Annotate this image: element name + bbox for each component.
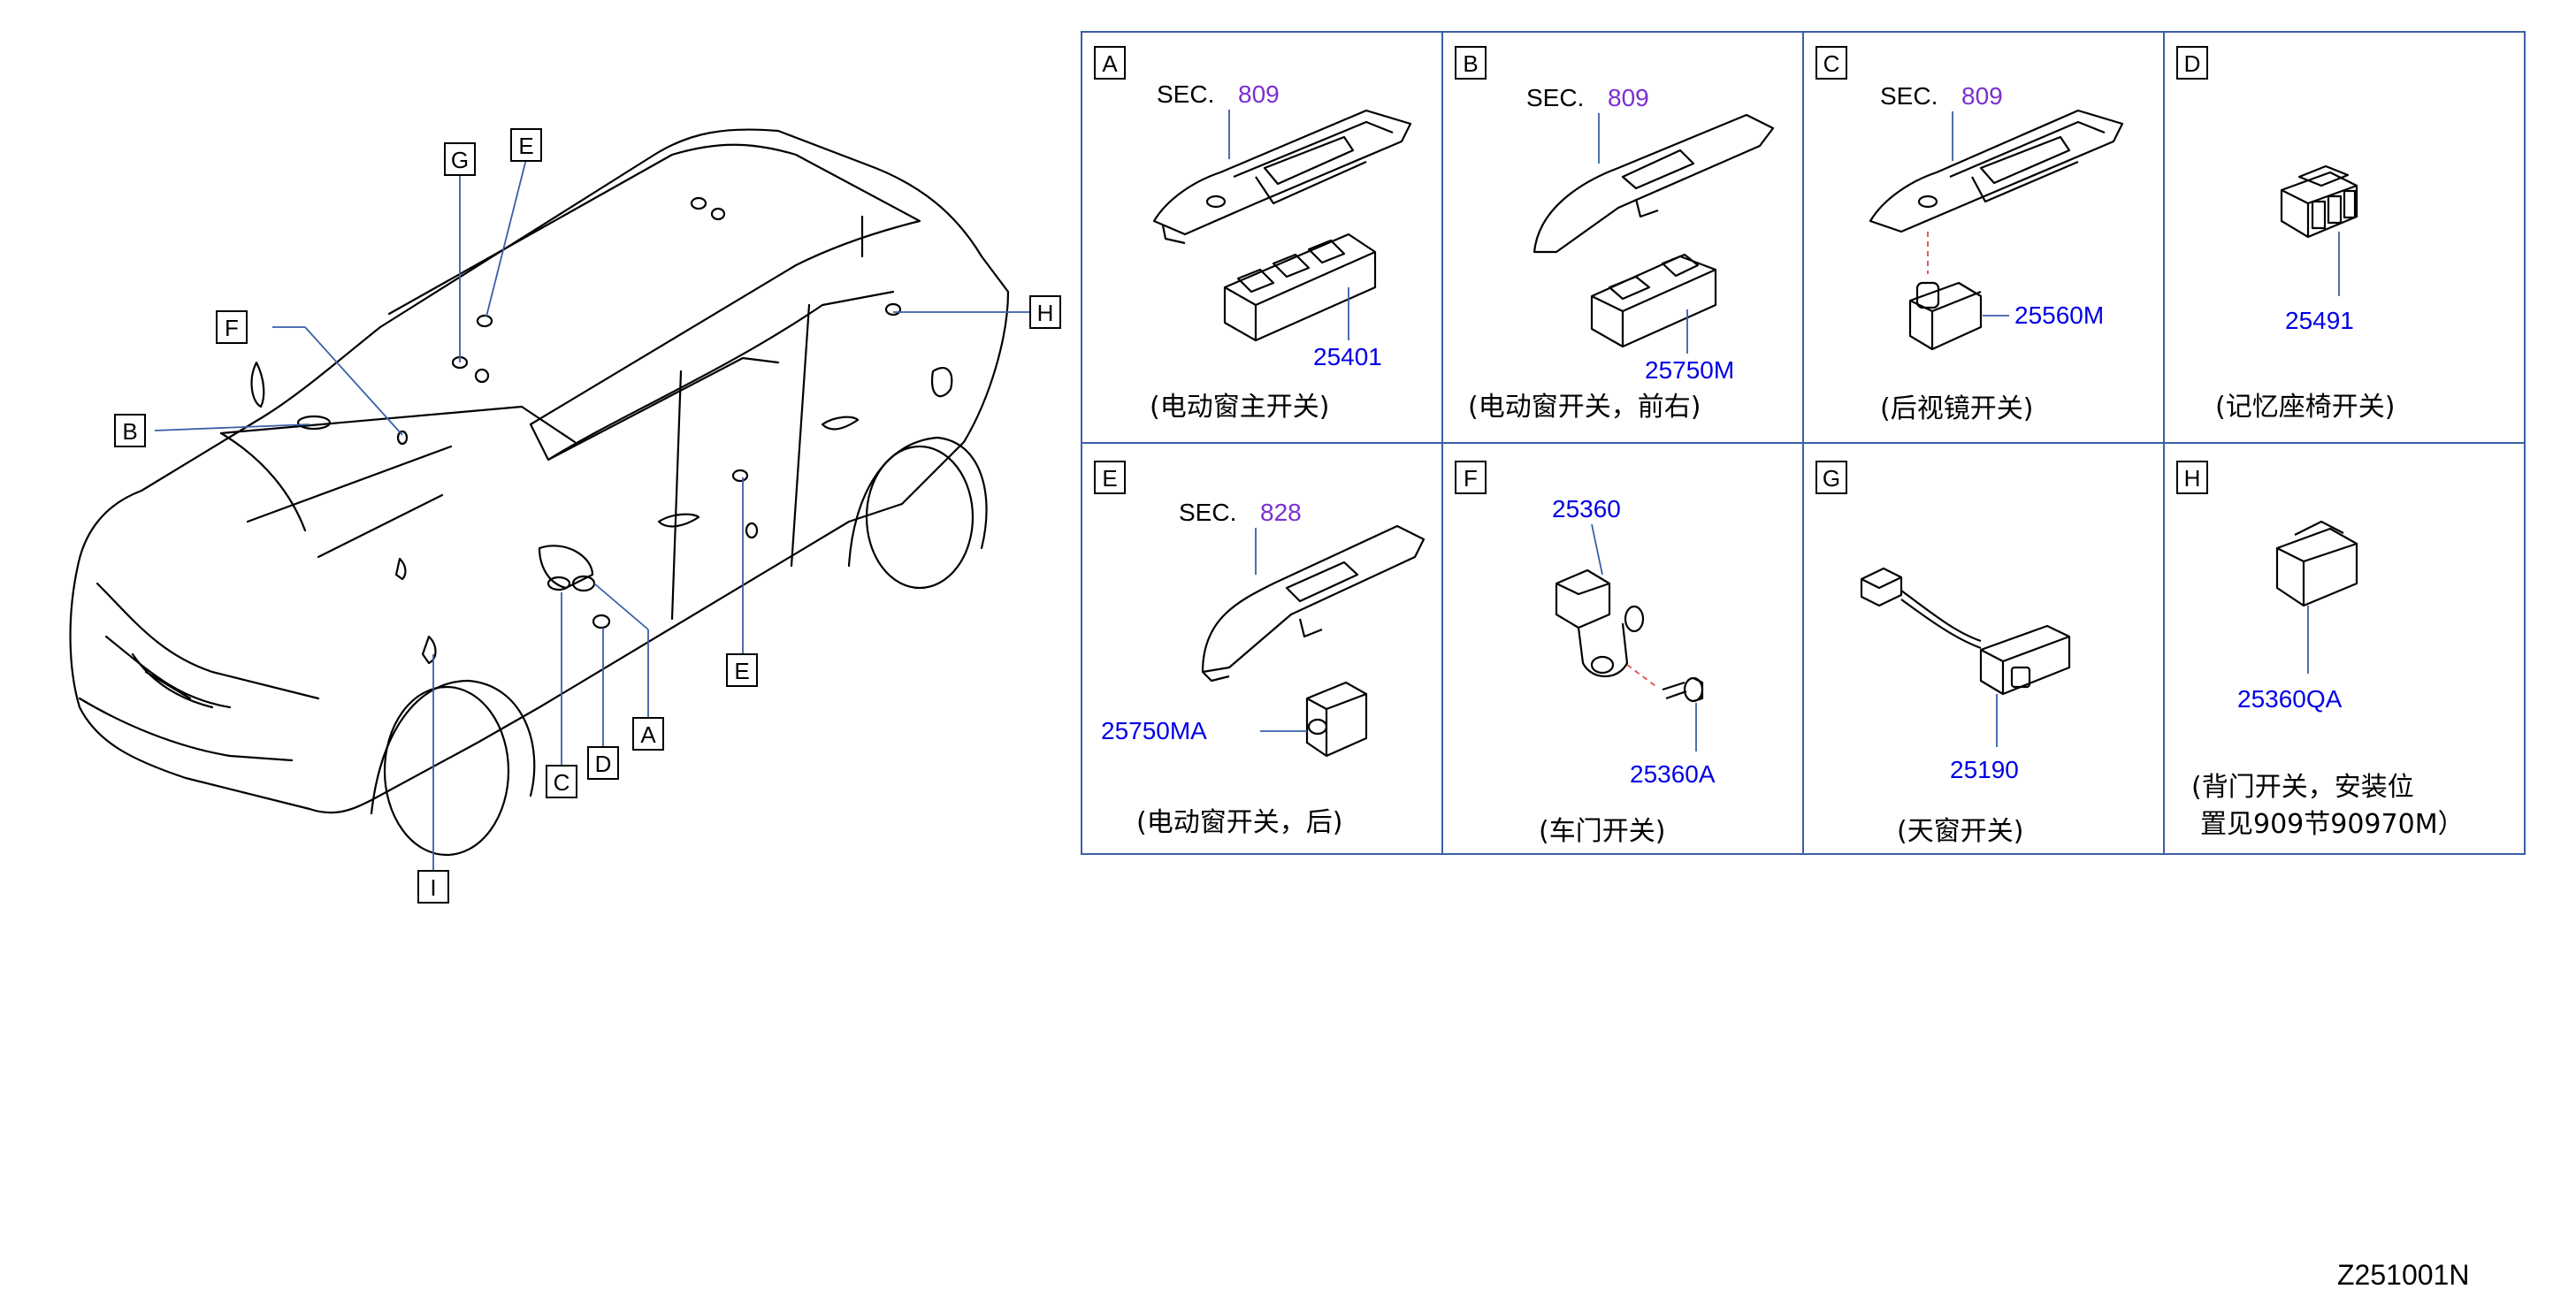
panel-h-letter: H <box>2184 465 2201 492</box>
svg-text:I: I <box>430 874 436 901</box>
panel-c-caption: (后视镜开关) <box>1880 393 2033 424</box>
svg-text:D: D <box>595 751 612 777</box>
panel-c-sec-number: 809 <box>1961 82 2003 110</box>
panel-f-door-switch-drawing <box>1555 568 1645 677</box>
panel-e-switch-drawing <box>1305 681 1368 758</box>
panel-h: H 25360QA (背门开关，安装位 置见909节90970M） <box>2176 461 2465 840</box>
panel-e-letter: E <box>1102 465 1117 492</box>
panel-a-part-number: 25401 <box>1313 343 1382 370</box>
panel-d-seat-switch-drawing <box>2280 164 2358 239</box>
callout-e-side: E <box>726 653 758 687</box>
panel-h-caption-line-1: (背门开关，安装位 <box>2191 772 2414 803</box>
panel-b-sec-label: SEC. <box>1526 84 1584 111</box>
panel-d-caption: (记忆座椅开关) <box>2215 392 2395 423</box>
panel-b-switch-drawing <box>1590 253 1717 348</box>
panel-d-letter: D <box>2184 50 2201 77</box>
callout-h: H <box>1029 295 1061 329</box>
panel-e: E SEC. 828 25750MA (电动窗开关，后) <box>1094 461 1426 838</box>
panel-c-mirror-switch-drawing <box>1908 281 1983 351</box>
panel-g-part-number: 25190 <box>1950 756 2019 783</box>
panel-e-sec-number: 828 <box>1260 499 1302 526</box>
callout-c: C <box>546 765 577 798</box>
panel-g-sunroof-switch-drawing <box>1860 567 2071 696</box>
panel-c-letter: C <box>1823 50 1840 77</box>
svg-text:C: C <box>554 769 570 796</box>
panel-g: G 25190 (天窗开关) <box>1815 461 2071 847</box>
panel-a-finisher-drawing <box>1152 109 1412 245</box>
panel-e-part-number: 25750MA <box>1101 717 1207 744</box>
svg-text:B: B <box>122 418 137 445</box>
panel-f-screw-drawing <box>1662 676 1704 703</box>
panel-f-letter: F <box>1464 465 1478 492</box>
panel-c-sec-label: SEC. <box>1880 82 1938 110</box>
panel-f: F 25360 25360A (车门开关) <box>1455 461 1716 847</box>
svg-text:E: E <box>518 133 533 159</box>
panel-a-master-switch-drawing <box>1223 233 1377 342</box>
panel-h-caption-line-2: 置见909节90970M） <box>2200 809 2465 840</box>
panel-a-sec-number: 809 <box>1238 80 1280 108</box>
panel-c: C SEC. 809 25560M (后视镜开关) <box>1815 46 2124 424</box>
panel-b-caption: (电动窗开关，前右) <box>1468 392 1701 423</box>
panel-b-finisher-drawing <box>1533 113 1775 254</box>
callout-a: A <box>632 717 664 751</box>
panel-b-sec-number: 809 <box>1608 84 1649 111</box>
svg-text:H: H <box>1037 300 1054 326</box>
panel-g-caption: (天窗开关) <box>1897 816 2023 847</box>
panel-h-back-door-switch-drawing <box>2275 520 2358 607</box>
panel-b-letter: B <box>1463 50 1478 77</box>
car-illustration <box>69 128 1010 857</box>
car-callouts: G E F B H E A D <box>114 128 1061 904</box>
panel-a: A SEC. 809 25401 (电动窗主开关) <box>1094 46 1412 423</box>
panel-d: D 25491 (记忆座椅开关) <box>2176 46 2395 423</box>
car-leader-lines <box>154 158 1030 871</box>
panel-c-finisher-drawing <box>1869 109 2124 233</box>
callout-i: I <box>417 870 449 904</box>
svg-text:E: E <box>734 658 749 684</box>
panel-a-sec-label: SEC. <box>1157 80 1214 108</box>
panel-f-part-number-top: 25360 <box>1552 495 1621 523</box>
callout-g: G <box>444 142 476 176</box>
panel-a-letter: A <box>1102 50 1118 77</box>
callout-b: B <box>114 414 146 447</box>
panel-e-finisher-drawing <box>1201 524 1426 683</box>
panel-c-part-number: 25560M <box>2014 301 2104 329</box>
svg-text:G: G <box>451 147 469 173</box>
svg-text:F: F <box>225 315 239 341</box>
panel-g-letter: G <box>1823 465 1840 492</box>
svg-text:A: A <box>640 721 656 748</box>
panel-d-part-number: 25491 <box>2285 307 2354 334</box>
panel-b-part-number: 25750M <box>1645 356 1734 384</box>
panel-a-caption: (电动窗主开关) <box>1150 392 1329 423</box>
diagram-code: Z251001N <box>2337 1259 2469 1291</box>
callout-e-top: E <box>510 128 542 162</box>
panel-b: B SEC. 809 25750M (电动窗开关，前右) <box>1455 46 1775 423</box>
panel-h-part-number: 25360QA <box>2237 685 2343 713</box>
panel-e-caption: (电动窗开关，后) <box>1136 807 1342 838</box>
panel-f-caption: (车门开关) <box>1539 816 1665 847</box>
callout-f: F <box>216 310 248 344</box>
panel-e-sec-label: SEC. <box>1179 499 1236 526</box>
callout-d: D <box>587 746 619 780</box>
panel-grid <box>1081 31 2526 855</box>
panel-f-part-number-bottom: 25360A <box>1630 760 1716 788</box>
